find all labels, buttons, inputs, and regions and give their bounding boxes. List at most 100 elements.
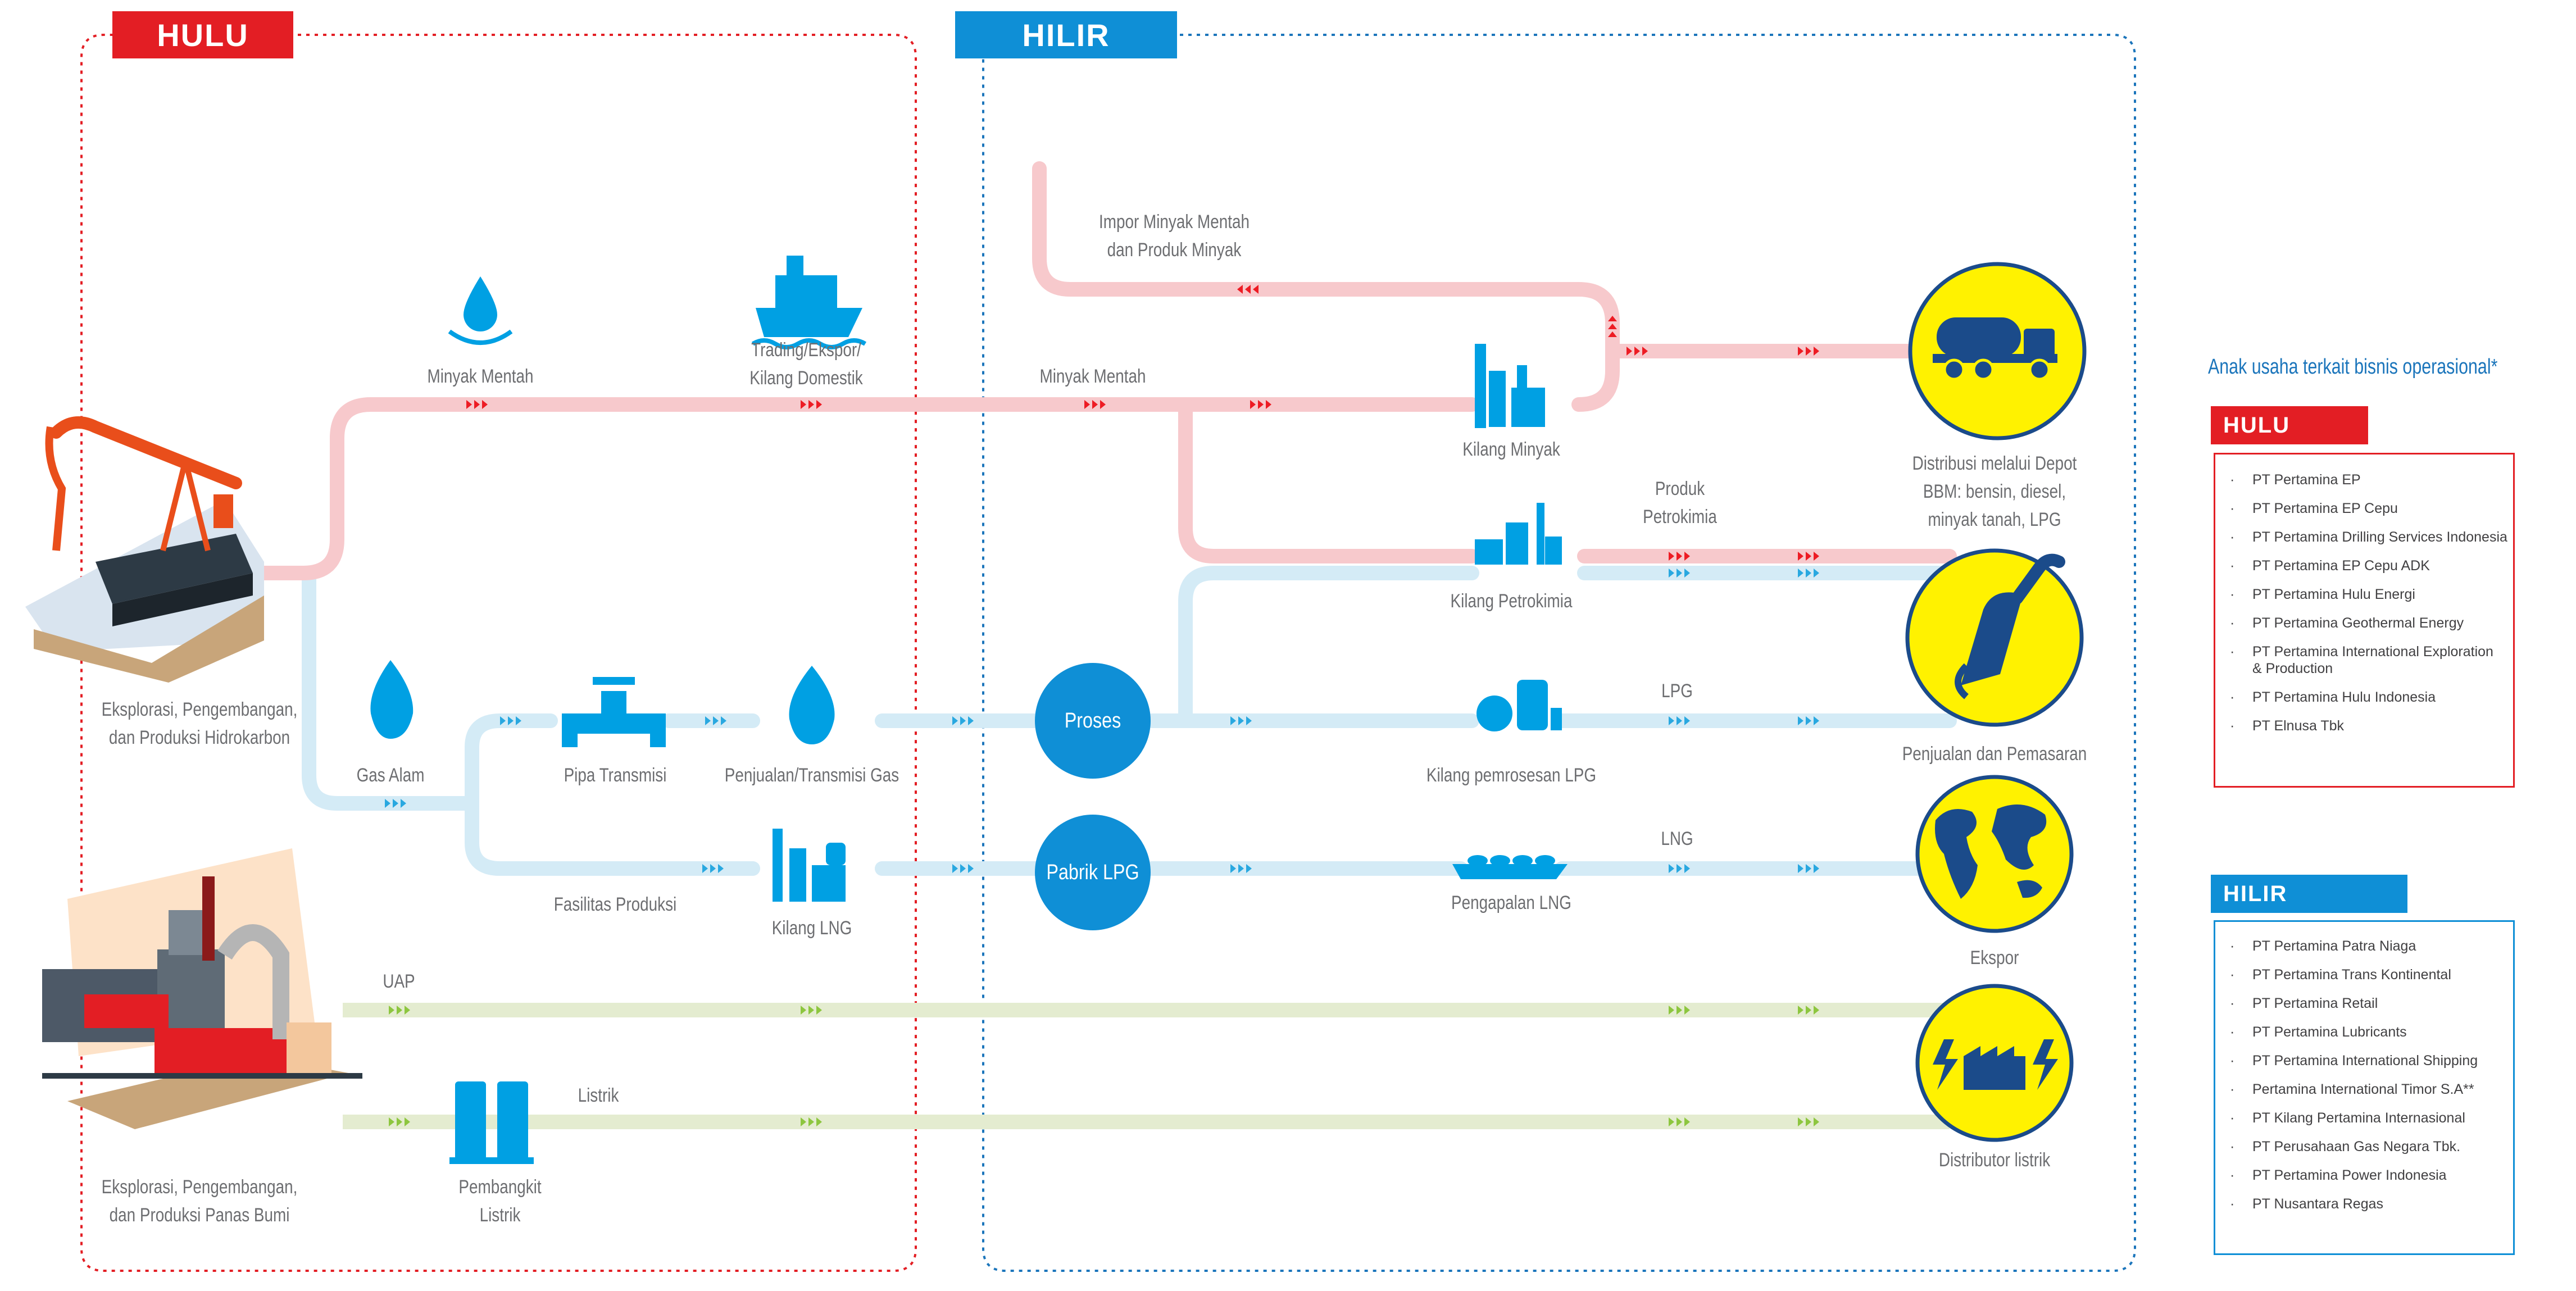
company-name: PT Pertamina International Shipping [2252, 1053, 2478, 1069]
sidebar-hulu-panel: ·PT Pertamina EP·PT Pertamina EP Cepu·PT… [2214, 453, 2515, 788]
hulu-company-list: ·PT Pertamina EP·PT Pertamina EP Cepu·PT… [2215, 454, 2513, 734]
company-name: PT Pertamina EP [2252, 472, 2361, 488]
truck-icon [1908, 262, 2087, 440]
proses-node [1035, 663, 1151, 779]
company-name: PT Pertamina Power Indonesia [2252, 1167, 2447, 1183]
company-name: PT Pertamina International Exploration &… [2252, 644, 2493, 676]
label-pipa-transmisi: Pipa Transmisi [564, 765, 667, 786]
bullet-icon: · [2230, 995, 2235, 1011]
company-name: PT Pertamina Lubricants [2252, 1024, 2407, 1040]
label-kilang-minyak: Kilang Minyak [1462, 439, 1560, 460]
label-listrik: Listrik [578, 1085, 619, 1106]
bullet-icon: · [2230, 615, 2235, 631]
sidebar-hilir-panel: ·PT Pertamina Patra Niaga·PT Pertamina T… [2214, 920, 2515, 1255]
flame-icon [370, 660, 414, 739]
oil-pumpjack-illustration [25, 416, 264, 683]
company-list-item: · PT Pertamina International Shipping [2215, 1052, 2513, 1069]
hilir-frame [982, 34, 2136, 1272]
label-uap: UAP [383, 971, 415, 992]
label-impor: Impor Minyak Mentah dan Produk Minyak [1098, 211, 1250, 261]
company-list-item: · PT Pertamina Hulu Energi [2215, 586, 2513, 603]
bullet-icon: · [2230, 644, 2235, 660]
label-penjualan-transmisi-gas: Penjualan/Transmisi Gas [724, 765, 899, 786]
hilir-company-list: ·PT Pertamina Patra Niaga·PT Pertamina T… [2215, 922, 2513, 1212]
company-name: PT Pertamina Hulu Energi [2252, 587, 2415, 602]
bullet-icon: · [2230, 1196, 2235, 1212]
label-distribusi: Distribusi melalui Depot BBM: bensin, di… [1912, 453, 2077, 530]
company-list-item: · PT Pertamina Drilling Services Indonesi… [2215, 529, 2513, 546]
bullet-icon: · [2230, 689, 2235, 705]
bullet-icon: · [2230, 1139, 2235, 1154]
label-kilang-petrokimia: Kilang Petrokimia [1450, 590, 1573, 612]
company-list-item: ·Pertamina International Timor S.A** [2215, 1081, 2513, 1098]
label-eksplorasi-panas-bumi: Eksplorasi, Pengembangan, dan Produksi P… [101, 1176, 298, 1226]
label-distributor-listrik: Distributor listrik [1938, 1149, 2051, 1171]
company-name: PT Pertamina EP Cepu ADK [2252, 558, 2430, 574]
gas-lines [257, 566, 1957, 876]
oil-drop-icon [448, 276, 513, 345]
label-minyak-mentah-2: Minyak Mentah [1039, 366, 1146, 387]
bullet-icon: · [2230, 1167, 2235, 1183]
petrochemical-icon [1475, 503, 1562, 565]
bullet-icon: · [2230, 1053, 2235, 1069]
company-list-item: · PT Elnusa Tbk [2215, 717, 2513, 734]
fuel-nozzle-icon [1905, 548, 2084, 727]
oil-arrows [466, 285, 1819, 561]
company-list-item: · PT Pertamina EP Cepu [2215, 500, 2513, 517]
pabrik-lpg-node [1035, 815, 1151, 930]
lpg-plant-icon [1476, 680, 1562, 731]
label-pembangkit-listrik: Pembangkit Listrik [458, 1176, 542, 1226]
oil-lines [257, 161, 1957, 580]
hilir-banner: HILIR [955, 11, 1177, 58]
bullet-icon: · [2230, 718, 2235, 734]
company-list-item: · PT Pertamina Geothermal Energy [2215, 615, 2513, 631]
company-name: PT Pertamina Patra Niaga [2252, 938, 2416, 954]
geothermal-plant-illustration [42, 848, 362, 1129]
bullet-icon: · [2230, 1024, 2235, 1040]
bullet-icon: · [2230, 587, 2235, 602]
company-list-item: ·PT Pertamina EP [2215, 471, 2513, 488]
company-name: PT Elnusa Tbk [2252, 718, 2345, 734]
company-list-item: · PT Pertamina International Exploration … [2215, 643, 2513, 677]
sidebar-hulu-header: HULU [2211, 406, 2368, 444]
company-list-item: · PT Perusahaan Gas Negara Tbk. [2215, 1138, 2513, 1155]
label-kilang-lng: Kilang LNG [771, 917, 852, 939]
label-minyak-mentah-1: Minyak Mentah [427, 366, 534, 387]
label-lpg: LPG [1661, 680, 1693, 702]
company-name: Pertamina International Timor S.A** [2252, 1081, 2474, 1097]
bullet-icon: · [2230, 938, 2235, 954]
label-eksplorasi-hidrokarbon: Eksplorasi, Pengembangan, dan Produksi H… [101, 699, 298, 748]
company-list-item: · PT Nusantara Regas [2215, 1195, 2513, 1212]
company-name: PT Pertamina Drilling Services Indonesia [2252, 529, 2507, 545]
pipe-valve-icon [562, 677, 666, 747]
hulu-banner: HULU [112, 11, 293, 58]
company-name: PT Perusahaan Gas Negara Tbk. [2252, 1139, 2461, 1154]
company-name: PT Pertamina EP Cepu [2252, 501, 2398, 516]
bullet-icon: · [2230, 529, 2235, 545]
pabrik-lpg-label: Pabrik LPG [1046, 860, 1139, 884]
refinery-icon [1475, 344, 1545, 428]
sidebar-title: Anak usaha terkait bisnis operasional* [2208, 355, 2498, 379]
lng-ship-icon [1452, 855, 1568, 879]
company-name: PT Pertamina Hulu Indonesia [2252, 689, 2436, 705]
bullet-icon: · [2230, 967, 2235, 983]
company-name: PT Pertamina Retail [2252, 995, 2378, 1011]
company-list-item: · PT Pertamina Retail [2215, 995, 2513, 1012]
company-list-item: · PT Pertamina Patra Niaga [2215, 938, 2513, 954]
company-list-item: · PT Pertamina Power Indonesia [2215, 1167, 2513, 1184]
company-list-item: · PT Pertamina Lubricants [2215, 1024, 2513, 1040]
bullet-icon: · [2230, 558, 2235, 574]
company-name: PT Kilang Pertamina Internasional [2252, 1110, 2465, 1126]
company-list-item: ·PT Kilang Pertamina Internasional [2215, 1110, 2513, 1126]
bullet-icon: · [2230, 501, 2235, 516]
lng-plant-icon [773, 829, 846, 902]
label-kilang-lpg: Kilang pemrosesan LPG [1426, 765, 1597, 786]
label-pengapalan-lng: Pengapalan LNG [1451, 892, 1571, 913]
company-name: PT Nusantara Regas [2252, 1196, 2383, 1212]
flame-icon-2 [789, 666, 835, 744]
company-name: PT Pertamina Geothermal Energy [2252, 615, 2464, 631]
power-arrows [389, 1006, 1819, 1126]
gas-arrows [385, 569, 1819, 873]
ship-icon [751, 256, 867, 349]
